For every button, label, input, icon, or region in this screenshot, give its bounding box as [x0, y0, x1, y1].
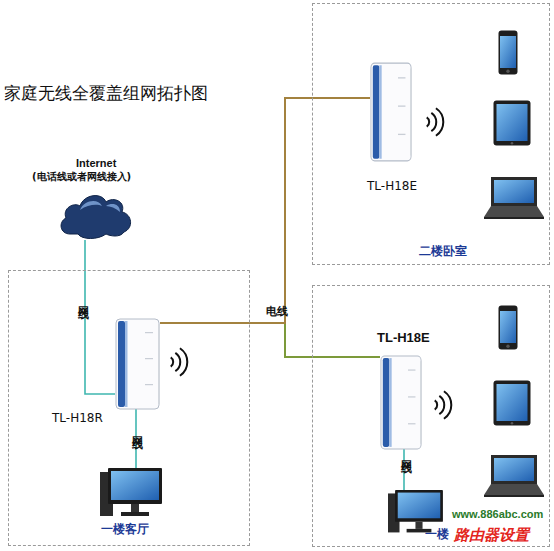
room-label: 一楼客厅: [101, 523, 149, 537]
device-outline: [370, 62, 412, 162]
watermark: www.886abc.com: [452, 508, 543, 520]
device-stripe: [389, 358, 391, 447]
connector-line: [160, 323, 380, 357]
device-shadow: [420, 361, 422, 444]
device-stripe: [118, 321, 125, 407]
network-cable: [135, 408, 137, 470]
device-body: [371, 63, 411, 161]
connector-label: 网线: [77, 298, 89, 300]
device-detail: [145, 384, 153, 385]
connector-label: 电线: [266, 306, 288, 318]
powerline-extender: TL-H18E: [380, 355, 422, 450]
device-detail: [145, 332, 153, 333]
powerline-router: TL-H18R: [115, 318, 160, 410]
device-label: TL-H18E: [377, 331, 430, 346]
tablet-icon: [494, 101, 531, 146]
laptop-icon: [484, 177, 544, 219]
diagram-title: 家庭无线全覆盖组网拓扑图: [4, 84, 208, 103]
device-stripe: [125, 321, 128, 407]
wifi-signal: [171, 348, 188, 376]
wifi-signal: [435, 391, 452, 419]
device-label: TL-H18R: [52, 412, 103, 426]
tablet-icon: [494, 381, 531, 426]
device-body: [381, 356, 421, 449]
device-shadow: [410, 69, 412, 156]
watermark: 路由器设置: [452, 527, 531, 544]
desktop-pc: [100, 468, 162, 516]
cloud-outline: [58, 190, 134, 240]
cloud-highlight: [80, 201, 120, 212]
powerline-extender: TL-H18E: [370, 62, 412, 162]
wifi-signal: [427, 108, 444, 136]
device-outline: [380, 355, 422, 450]
cable-label: 网线: [131, 428, 143, 430]
phone-icon: [499, 31, 518, 75]
cable-label: 网线: [400, 452, 412, 454]
room-label: 一楼: [425, 528, 449, 542]
device-detail: [408, 423, 415, 424]
room-region: 二楼卧室 TL-H18E: [312, 3, 550, 265]
connector-line: [160, 98, 370, 323]
device-stripe: [379, 65, 381, 158]
room-label: 二楼卧室: [419, 245, 467, 259]
laptop-icon: [484, 455, 544, 497]
device-stripe: [383, 358, 390, 447]
device-stripe: [373, 65, 380, 158]
device-detail: [408, 396, 415, 397]
room-region: 一楼客厅 TL-H18R: [8, 270, 250, 546]
desktop-pc: [388, 490, 443, 533]
internet-label: Internet: [76, 157, 116, 170]
cloud-shape: [61, 196, 131, 239]
connector-line: [85, 240, 115, 394]
internet-label: (电话线或者网线接入): [32, 171, 131, 183]
device-detail: [398, 77, 405, 78]
device-outline: [115, 318, 160, 410]
device-detail: [398, 134, 405, 135]
device-label: TL-H18E: [367, 180, 417, 194]
network-cable: [403, 448, 405, 492]
device-detail: [398, 105, 405, 106]
device-detail: [408, 369, 415, 370]
device-shadow: [158, 324, 160, 404]
device-body: [116, 319, 159, 409]
internet-cloud: Internet(电话线或者网线接入): [58, 190, 134, 240]
phone-icon: [499, 306, 518, 350]
device-detail: [145, 358, 153, 359]
